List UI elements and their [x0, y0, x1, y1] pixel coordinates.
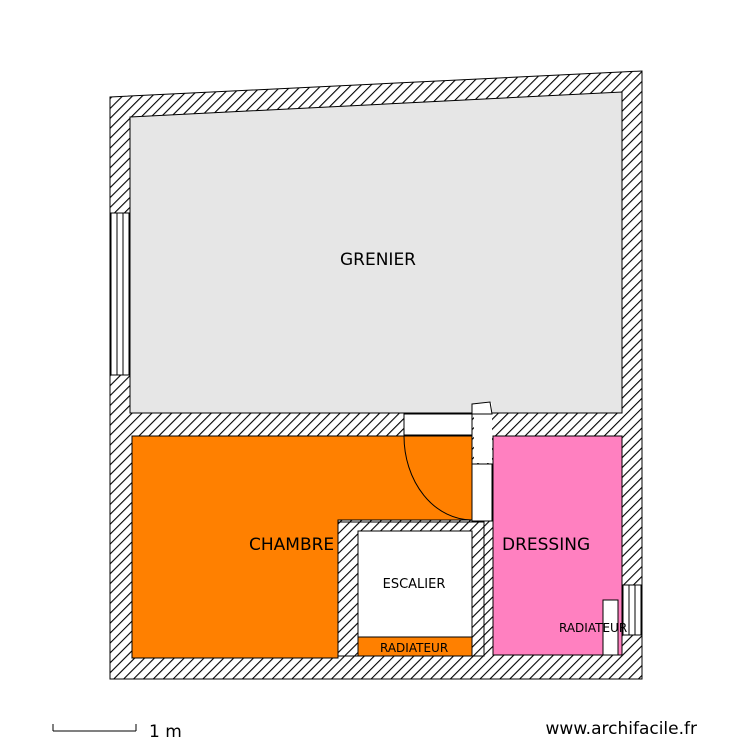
- escalier-gap-left: [357, 636, 473, 657]
- window-left: [110, 212, 130, 376]
- watermark-text[interactable]: www.archifacile.fr: [546, 719, 697, 739]
- radiator-dressing: [602, 599, 619, 656]
- room-grenier[interactable]: [129, 91, 623, 414]
- label-escalier: ESCALIER: [383, 577, 446, 592]
- room-dressing[interactable]: [492, 435, 623, 656]
- door-opening: [403, 413, 473, 436]
- room-escalier[interactable]: [357, 530, 473, 638]
- door-swing-arc: [403, 435, 473, 521]
- window-right: [622, 584, 642, 636]
- door-opening-2: [474, 403, 492, 463]
- scale-label: 1 m: [149, 722, 182, 742]
- door-jamb: [471, 401, 493, 415]
- label-radiateur-left: RADIATEUR: [380, 641, 448, 655]
- corridor: [471, 463, 493, 522]
- scale-bar: [52, 724, 137, 732]
- label-dressing: DRESSING: [502, 535, 590, 555]
- label-radiateur-right: RADIATEUR: [559, 621, 627, 635]
- label-grenier: GRENIER: [340, 250, 416, 270]
- label-chambre: CHAMBRE: [249, 535, 334, 555]
